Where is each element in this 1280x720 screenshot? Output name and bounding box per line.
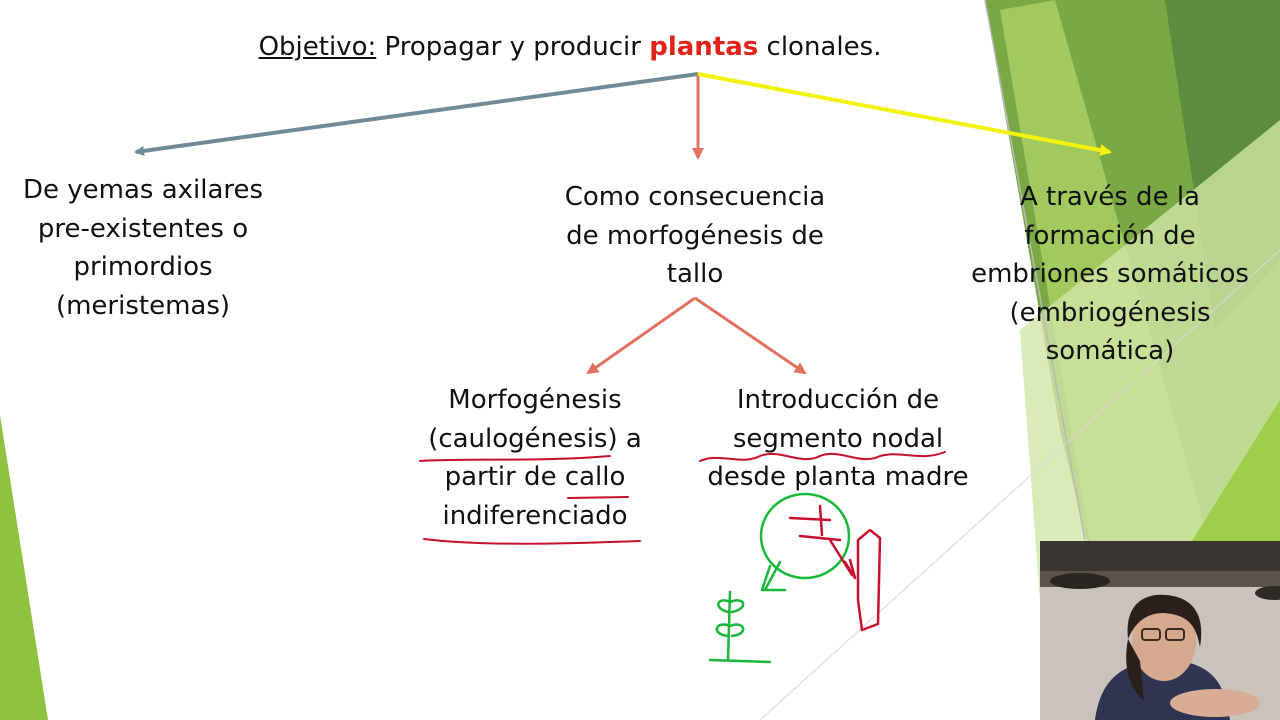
- branch-right-line: A través de la: [1020, 182, 1200, 212]
- webcam-presenter-image: [1040, 541, 1280, 720]
- theme-thin-line-2: [759, 249, 1280, 720]
- arrow-to-right-branch: [697, 72, 1112, 157]
- theme-thin-line: [984, 0, 1086, 541]
- sub-branch-left-line: (caulogénesis) a: [428, 423, 642, 454]
- branch-center-text: Como consecuencia de morfogénesis de tal…: [535, 178, 855, 294]
- branch-center-line: Como consecuencia: [564, 182, 826, 212]
- webcam-overlay: [1040, 541, 1280, 720]
- sub-branch-right-text: Introducción de segmento nodal desde pla…: [690, 381, 986, 497]
- ink-underline-caulogenesis: [419, 455, 611, 462]
- sub-branch-left-line: partir de callo: [444, 462, 626, 492]
- title-text-before: Propagar y producir: [376, 32, 650, 62]
- theme-pale-green-wedge: [1020, 120, 1280, 600]
- branch-center-line: tallo: [666, 259, 724, 289]
- branch-right-text: A través de la formación de embriones so…: [955, 178, 1265, 371]
- ink-red-branch: [788, 504, 857, 580]
- arrow-to-left-branch: [134, 72, 699, 156]
- sub-branch-right-line: Introducción de: [736, 385, 940, 415]
- ink-red-stem: [856, 528, 882, 632]
- branch-left-line: pre-existentes o: [37, 213, 249, 244]
- sub-branch-left-line: indiferenciado: [442, 500, 628, 531]
- ink-green-arrow: [760, 560, 787, 592]
- ink-green-plant: [708, 590, 772, 664]
- branch-center-line: de morfogénesis de: [566, 220, 824, 251]
- branch-left-text: De yemas axilares pre-existentes o primo…: [0, 171, 286, 325]
- title-label: Objetivo:: [258, 32, 377, 62]
- sub-branch-right-line: segmento nodal: [732, 423, 944, 454]
- branch-left-line: (meristemas): [55, 290, 231, 321]
- ink-green-circle: [759, 492, 851, 580]
- ink-underline-callo: [567, 496, 629, 499]
- title-text-after: clonales.: [758, 32, 882, 62]
- sub-branch-left-text: Morfogénesis (caulogénesis) a partir de …: [405, 381, 665, 535]
- branch-right-line: formación de: [1024, 220, 1196, 251]
- branch-right-line: embriones somáticos: [971, 259, 1249, 289]
- arrow-to-sub-right: [694, 296, 807, 375]
- theme-green-corner-left: [0, 415, 48, 720]
- ink-underline-indiferenciado: [423, 538, 641, 545]
- branch-right-line: somática): [1045, 336, 1175, 366]
- title-highlight: plantas: [649, 32, 759, 62]
- branch-left-line: primordios: [73, 252, 213, 282]
- sub-branch-left-line: Morfogénesis: [448, 385, 622, 415]
- branch-right-line: (embriogénesis: [1009, 297, 1211, 328]
- sub-branch-right-line: desde planta madre: [707, 462, 969, 492]
- slide-title: Objetivo: Propagar y producir plantas cl…: [0, 32, 1140, 62]
- arrow-to-sub-left: [586, 296, 696, 375]
- branch-left-line: De yemas axilares: [22, 175, 264, 205]
- ink-underline-segmento-nodal: [699, 451, 946, 462]
